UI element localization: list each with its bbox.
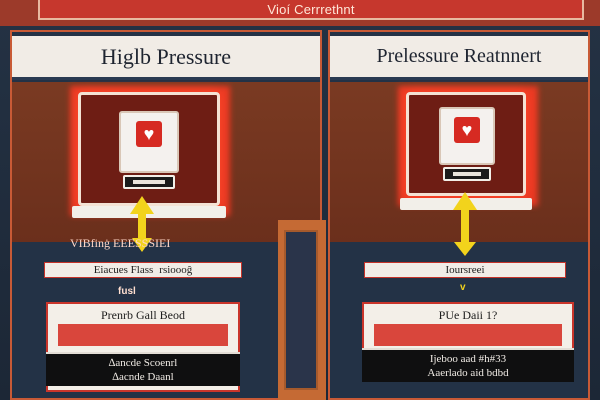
right-panel-header: Prelessure Reatnnert	[330, 36, 588, 80]
left-device-zone: ♥	[12, 82, 320, 242]
right-double-arrow-icon	[461, 208, 469, 244]
right-panel-title: Prelessure Reatnnert	[376, 45, 542, 67]
heart-icon: ♥	[136, 121, 162, 147]
left-label-bar: Eiacues Flass rsioooĝ	[44, 262, 242, 278]
left-device-screen: ♥	[119, 111, 179, 173]
right-label-text: Ioursreei	[445, 264, 485, 276]
top-title: Vioí Cerrrethnt	[267, 1, 355, 17]
right-info-card[interactable]: PUe Daii 1? Ijeboo aad #h#33 Aaerlado ai…	[362, 302, 574, 382]
left-arrow-down-icon	[132, 238, 152, 252]
left-panel: Higlb Pressure ♥ VIBfinġ EEESSSIEI Eiacu…	[10, 30, 322, 400]
top-title-banner: Vioí Cerrrethnt	[38, 0, 584, 20]
left-small-tag: fusl	[118, 286, 136, 297]
left-panel-title: Higlb Pressure	[100, 43, 232, 69]
right-card-title: PUe Daii 1?	[438, 308, 498, 322]
left-caption: VIBfinġ EEESSSIEI	[70, 236, 171, 250]
left-label-right-text: rsioooĝ	[159, 264, 193, 276]
left-device-keypad-icon	[123, 175, 175, 189]
right-card-footer-line-2: Aaerlado aid bdbd	[427, 367, 509, 379]
center-divider	[278, 220, 326, 400]
left-card-footer-line-1: ∆ancde Scoenrl	[108, 357, 178, 369]
right-panel: Prelessure Reatnnert ♥ Ioursreei v PUe D…	[328, 30, 590, 400]
left-info-card[interactable]: Prenrb Gall Beod ∆ancde Scoenrl ∆acnde D…	[46, 302, 240, 392]
left-card-footer-line-2: ∆acnde Daanl	[112, 371, 174, 383]
left-arrow-up-icon	[130, 196, 154, 214]
left-device-monitor[interactable]: ♥	[78, 92, 220, 206]
right-arrow-up-icon	[453, 192, 477, 210]
left-double-arrow-icon	[138, 212, 146, 240]
heart-icon: ♥	[454, 117, 480, 143]
right-device-zone: ♥	[330, 82, 588, 242]
left-label-text: Eiacues Flass	[93, 264, 154, 276]
left-card-red-bar	[58, 324, 228, 346]
left-card-title: Prenrb Gall Beod	[101, 308, 185, 322]
center-divider-slot	[284, 230, 318, 390]
right-card-footer-line-1: Ijeboo aad #h#33	[429, 353, 507, 365]
right-device-screen: ♥	[439, 107, 495, 165]
right-card-red-bar	[374, 324, 562, 346]
top-bar: Vioí Cerrrethnt	[0, 0, 600, 26]
left-card-footer: ∆ancde Scoenrl ∆acnde Daanl	[46, 352, 240, 386]
right-device-monitor[interactable]: ♥	[406, 92, 526, 196]
right-card-footer: Ijeboo aad #h#33 Aaerlado aid bdbd	[362, 348, 574, 382]
right-device-keypad-icon	[443, 167, 491, 181]
right-small-tag: v	[460, 282, 466, 293]
right-arrow-down-icon	[454, 242, 476, 256]
left-panel-header: Higlb Pressure	[12, 36, 320, 80]
right-label-bar: Ioursreei	[364, 262, 566, 278]
